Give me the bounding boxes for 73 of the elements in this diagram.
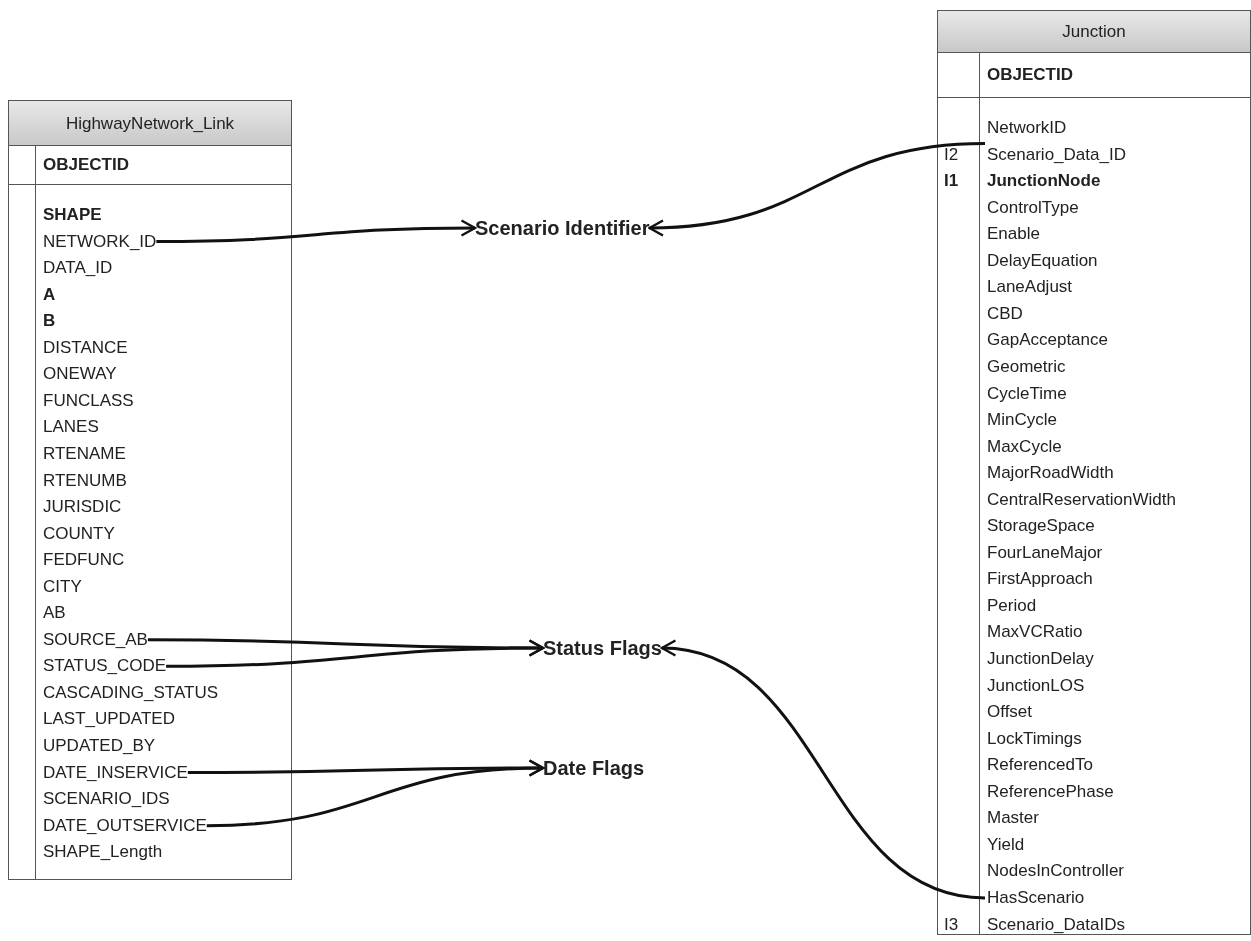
field-name: NetworkID: [985, 115, 1067, 141]
field-name: MaxCycle: [985, 433, 1062, 460]
field-name: CycleTime: [985, 380, 1067, 407]
arrow: [648, 142, 986, 237]
field-name: LAST_UPDATED: [41, 706, 175, 733]
index-mark: I3: [944, 913, 959, 936]
field-name: MinCycle: [985, 407, 1057, 434]
field-name: DelayEquation: [985, 247, 1098, 274]
field-name: Period: [985, 592, 1037, 619]
field-name: Geometric: [985, 353, 1066, 380]
field-name: CentralReservationWidth: [985, 486, 1176, 513]
field-name: ReferencePhase: [985, 778, 1114, 805]
field-name: ONEWAY: [41, 361, 117, 388]
field-name: RTENAME: [41, 440, 126, 467]
field-name: JURISDIC: [41, 494, 122, 521]
field-name: DATE_OUTSERVICE: [41, 812, 207, 839]
field-name: FourLaneMajor: [985, 539, 1103, 566]
field-name: SOURCE_AB: [41, 626, 148, 653]
field-name: DISTANCE: [41, 334, 128, 361]
field-name: JunctionLOS: [985, 672, 1085, 699]
field-name: MaxVCRatio: [985, 619, 1083, 646]
field-name: ControlType: [985, 194, 1079, 221]
field-name: FirstApproach: [985, 566, 1093, 593]
field-name: CITY: [41, 573, 82, 600]
field-name: StorageSpace: [985, 513, 1095, 540]
field-name: AB: [41, 600, 66, 627]
primary-key-field: OBJECTID: [9, 144, 291, 185]
table: [8, 100, 292, 880]
field-name: DATA_ID: [41, 255, 113, 282]
field-name: SHAPE: [41, 202, 102, 228]
field-name: NETWORK_ID: [41, 228, 157, 255]
field-name: DATE_INSERVICE: [41, 759, 188, 786]
field-name: HasScenario: [985, 884, 1085, 911]
field-name: CASCADING_STATUS: [41, 679, 219, 706]
field-name: NodesInController: [985, 858, 1124, 885]
field-name: ReferencedTo: [985, 752, 1093, 779]
index-mark: I1: [944, 170, 959, 193]
table: [937, 10, 1251, 935]
table-title: HighwayNetwork_Link: [9, 101, 291, 146]
group-label: Scenario Identifier: [475, 215, 650, 241]
field-name: Scenario_DataIDs: [985, 911, 1125, 938]
field-name: Scenario_Data_ID: [985, 141, 1126, 168]
primary-key-field: OBJECTID: [938, 51, 1250, 98]
field-name: LANES: [41, 414, 99, 441]
field-name: LockTimings: [985, 725, 1082, 752]
field-name: UPDATED_BY: [41, 733, 156, 759]
field-name: Offset: [985, 699, 1033, 726]
group-label: Status Flags: [543, 635, 662, 661]
field-name: LaneAdjust: [985, 274, 1073, 301]
group-label: Date Flags: [543, 755, 645, 781]
field-name: Enable: [985, 221, 1040, 248]
field-name: FEDFUNC: [41, 547, 125, 574]
field-name: JunctionDelay: [985, 646, 1094, 672]
field-name: B: [41, 308, 56, 335]
arrow: [156, 219, 477, 244]
field-name: SHAPE_Length: [41, 839, 163, 866]
field-name: STATUS_CODE: [41, 653, 167, 680]
arrow: [660, 641, 986, 900]
field-name: COUNTY: [41, 520, 115, 547]
field-name: Master: [985, 805, 1039, 832]
arrow: [166, 639, 545, 668]
field-name: JunctionNode: [985, 168, 1101, 195]
field-name: GapAcceptance: [985, 327, 1108, 354]
arrow: [206, 759, 545, 828]
field-name: Yield: [985, 831, 1025, 858]
field-name: SCENARIO_IDS: [41, 786, 170, 813]
field-name: FUNCLASS: [41, 387, 134, 414]
field-name: A: [41, 281, 56, 308]
table-title: Junction: [938, 11, 1250, 53]
field-name: MajorRoadWidth: [985, 460, 1114, 487]
index-mark: I2: [944, 143, 959, 166]
field-name: RTENUMB: [41, 467, 127, 494]
field-name: CBD: [985, 300, 1023, 327]
